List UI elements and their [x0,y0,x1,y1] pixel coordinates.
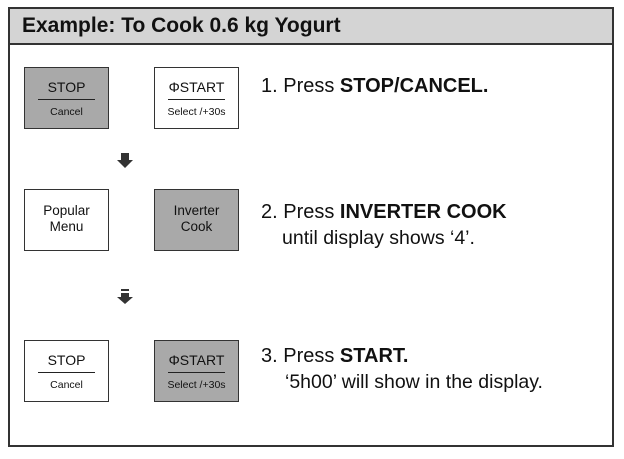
button-divider [38,99,95,100]
button-label-top: ΦSTART [168,79,225,95]
step-note: until display shows ‘4’. [282,227,475,249]
panel-header: Example: To Cook 0.6 kg Yogurt [10,9,612,45]
button-label-top: STOP [47,79,86,95]
button-divider [38,372,95,373]
stop-cancel-button[interactable]: STOP Cancel [24,67,109,129]
button-label: Inverter Cook [155,203,238,235]
instruction-panel: Example: To Cook 0.6 kg Yogurt STOP Canc… [8,7,614,447]
button-label-line2: Cook [180,219,213,234]
button-label-bottom: Cancel [50,106,83,118]
button-label-line2: Menu [49,219,84,234]
step-text: 3. Press [261,345,340,367]
button-label-line1: Inverter [173,203,220,218]
step-note: ‘5h00’ will show in the display. [285,371,543,393]
step-text: 2. Press [261,201,340,223]
button-label-top: ΦSTART [168,352,225,368]
step-button-name: START. [339,345,409,367]
button-label: Popular Menu [25,203,108,235]
button-divider [168,372,225,373]
double-down-arrow-icon [117,289,133,305]
stop-cancel-button[interactable]: STOP Cancel [24,340,109,402]
start-button[interactable]: ΦSTART Select /+30s [154,340,239,402]
step-3: 3. Press START. ‘5h00’ will show in the … [261,343,543,395]
step-1: 1. Press STOP/CANCEL. [261,73,488,99]
button-label-bottom: Select /+30s [167,106,226,118]
popular-menu-button[interactable]: Popular Menu [24,189,109,251]
start-button[interactable]: ΦSTART Select /+30s [154,67,239,129]
button-label-bottom: Cancel [50,379,83,391]
panel-title: Example: To Cook 0.6 kg Yogurt [22,14,341,37]
step-button-name: INVERTER COOK [339,201,507,223]
step-text: 1. Press [261,75,340,97]
button-label-top: STOP [47,352,86,368]
step-2: 2. Press INVERTER COOK until display sho… [261,199,507,251]
down-arrow-icon [117,153,133,169]
button-label-line1: Popular [43,203,90,218]
step-button-name: STOP/CANCEL. [339,75,489,97]
inverter-cook-button[interactable]: Inverter Cook [154,189,239,251]
button-divider [168,99,225,100]
button-label-bottom: Select /+30s [167,379,226,391]
